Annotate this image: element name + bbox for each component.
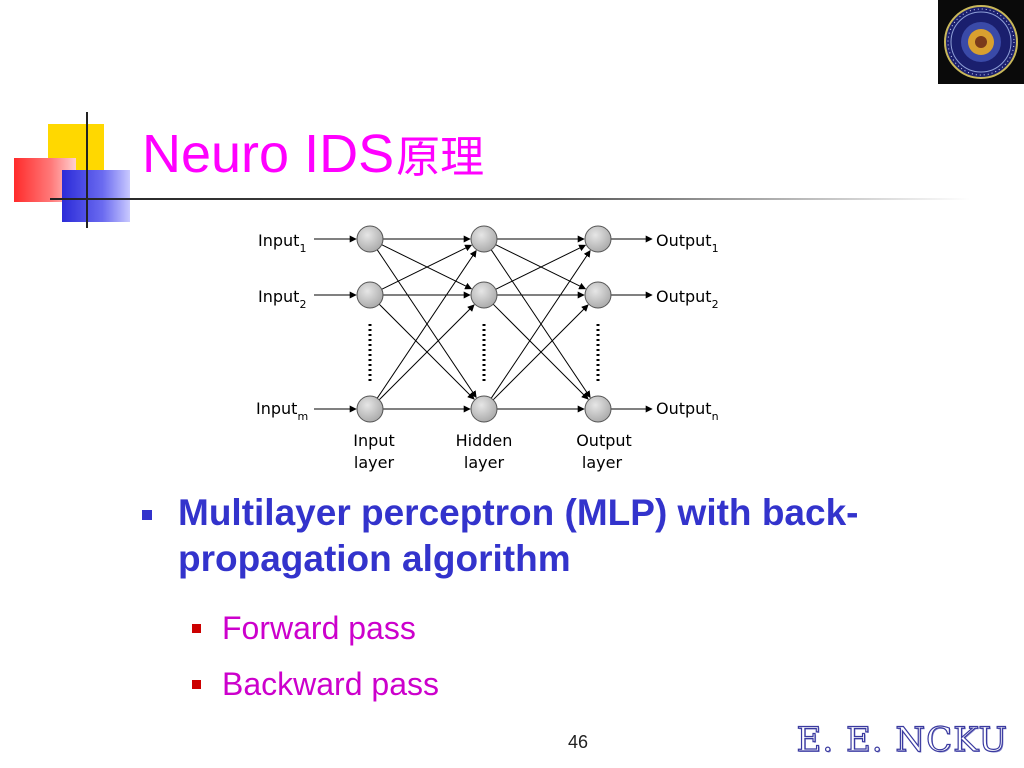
connection-input-2-1 <box>378 304 475 401</box>
connection-hidden-1-2 <box>492 303 589 400</box>
diagram-nodes <box>356 225 612 423</box>
bullet-marker-square-icon <box>192 680 201 689</box>
bullet-sub-backward: Backward pass <box>186 664 439 704</box>
hidden-layer-caption-line1: Hidden <box>456 431 513 450</box>
diagram-connections <box>314 235 653 413</box>
mlp-diagram: Input1 Input2 Inputm Output1 Output2 Out… <box>252 224 732 476</box>
title-deco-blue-square <box>62 170 130 222</box>
output-node-2 <box>584 281 612 309</box>
input-label-m: Inputm <box>256 399 308 423</box>
output-node-3 <box>584 395 612 423</box>
output-label-1: Output1 <box>656 231 719 255</box>
connection-input-1-0 <box>381 244 473 290</box>
footer-brand: E. E. NCKU <box>796 719 1008 760</box>
bullet-sub-forward: Forward pass <box>186 608 416 648</box>
output-layer-caption-line2: layer <box>582 453 623 472</box>
input-layer-caption-line2: layer <box>354 453 395 472</box>
hidden-node-3 <box>470 395 498 423</box>
output-layer-caption-line1: Output <box>576 431 632 450</box>
bullet-sub-forward-text: Forward pass <box>222 610 416 646</box>
title-deco-vertical-line <box>86 112 88 228</box>
lab-logo <box>938 0 1024 84</box>
output-label-2: Output2 <box>656 287 719 311</box>
mlp-diagram-svg: Input1 Input2 Inputm Output1 Output2 Out… <box>256 225 719 472</box>
connection-hidden-1-0 <box>495 244 587 290</box>
input-node-3 <box>356 395 384 423</box>
lab-seal-icon <box>944 5 1018 79</box>
connection-hidden-2-1 <box>492 304 589 401</box>
page-number: 46 <box>567 732 589 752</box>
bullet-main-text: Multilayer perceptron (MLP) with back-pr… <box>178 492 859 579</box>
output-node-1 <box>584 225 612 253</box>
hidden-node-2 <box>470 281 498 309</box>
bullet-marker-square-icon <box>142 510 152 520</box>
output-label-n: Outputn <box>656 399 719 423</box>
input-node-2 <box>356 281 384 309</box>
hidden-layer-caption-line2: layer <box>464 453 505 472</box>
connection-hidden-2-0 <box>490 250 591 399</box>
input-label-2: Input2 <box>258 287 306 311</box>
bullet-sub-backward-text: Backward pass <box>222 666 439 702</box>
bullet-main: Multilayer perceptron (MLP) with back-pr… <box>138 490 918 582</box>
input-layer-caption-line1: Input <box>353 431 394 450</box>
connection-input-2-0 <box>376 250 477 399</box>
slide-title: Neuro IDS原理 <box>142 122 484 190</box>
slide-title-cjk: 原理 <box>396 132 485 183</box>
input-node-1 <box>356 225 384 253</box>
input-label-1: Input1 <box>258 231 306 255</box>
title-underline <box>50 198 970 200</box>
slide-title-text: Neuro IDS <box>142 124 395 184</box>
hidden-node-1 <box>470 225 498 253</box>
bullet-marker-square-icon <box>192 624 201 633</box>
